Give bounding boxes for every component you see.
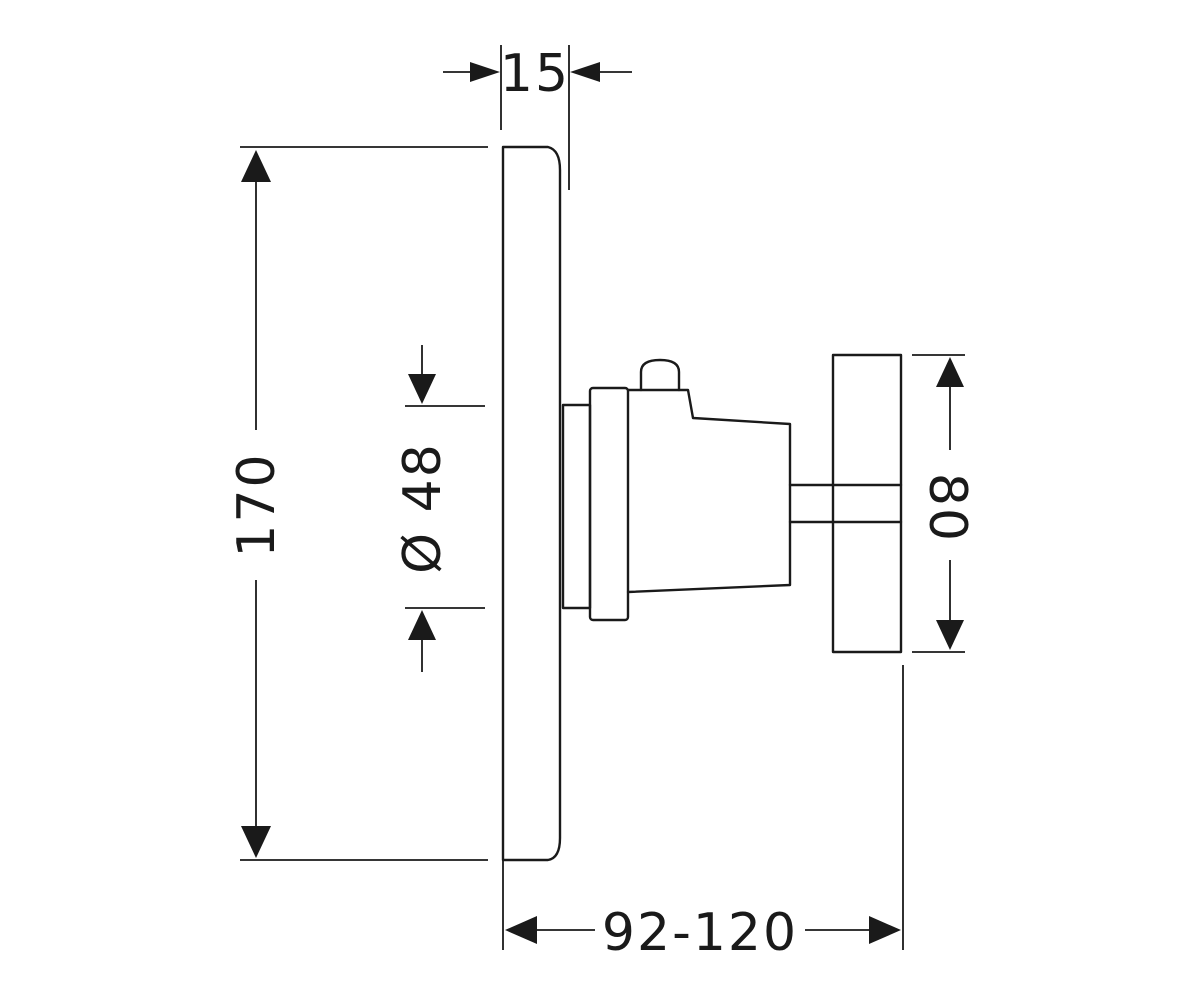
dimension-label-projection: 92-120: [602, 903, 798, 963]
dimension-diameter-48: Ø 48: [393, 345, 485, 672]
wall-plate: [501, 145, 562, 862]
dimension-15: 15: [443, 44, 632, 190]
valve-body: [561, 358, 792, 622]
handle: [788, 353, 903, 654]
dimension-80: 80: [912, 354, 977, 653]
dimension-label-15: 15: [500, 44, 570, 104]
dimension-170: 170: [227, 146, 488, 861]
dimension-label-80: 80: [917, 473, 977, 543]
dimension-label-170: 170: [227, 452, 287, 557]
dimension-label-diameter: Ø 48: [393, 442, 453, 574]
dimension-92-120: 92-120: [502, 665, 904, 963]
